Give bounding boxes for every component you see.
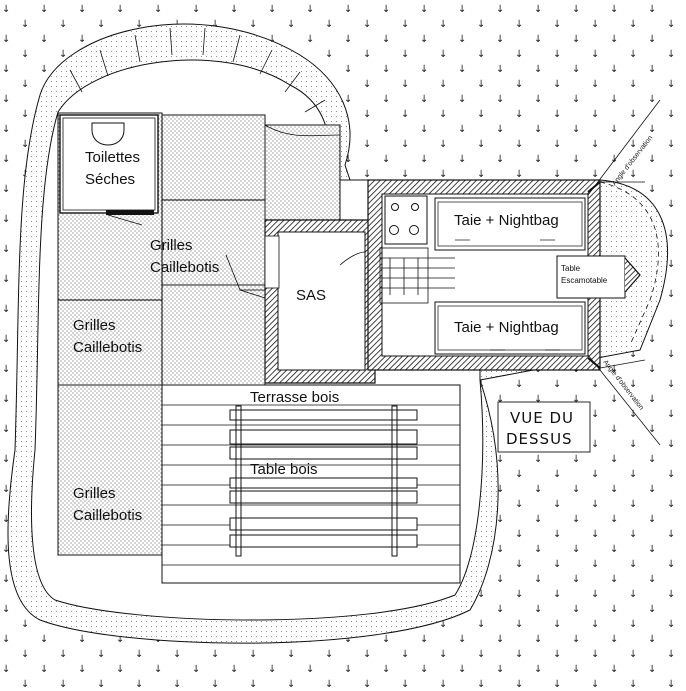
toilets-label-line2: Séches <box>85 171 135 188</box>
cabin-ladder <box>379 247 455 304</box>
window-bay <box>624 257 641 293</box>
view-label-line2: DESSUS <box>506 430 573 448</box>
toilet-bowl-icon <box>91 122 125 146</box>
bed-top <box>434 197 586 251</box>
observation-angle <box>587 99 661 446</box>
sink-unit <box>384 195 428 245</box>
grilles-bot-label-line1: Grilles <box>73 485 116 502</box>
grilles-top-label-line1: Grilles <box>150 237 193 254</box>
grilles-mid-label-line2: Caillebotis <box>73 339 142 356</box>
toilets-label-line1: Toilettes <box>85 149 140 166</box>
bed-bottom-label: Taie + Nightbag <box>454 319 559 336</box>
right-band-dash <box>599 181 659 346</box>
view-stamp-frame <box>497 401 591 453</box>
grilles-mid-label-line1: Grilles <box>73 317 116 334</box>
bed-bottom <box>434 301 586 355</box>
grilles-top-label-line2: Caillebotis <box>150 259 219 276</box>
burner-icon <box>391 203 399 211</box>
grilles-deck-top <box>264 124 341 221</box>
view-label-line1: VUE DU <box>510 409 574 427</box>
picnic-table <box>229 405 418 557</box>
wood-table-label: Table bois <box>250 461 318 478</box>
top-band-stripes <box>69 27 326 113</box>
terrace-label: Terrasse bois <box>250 389 339 406</box>
grilles-bot-label-line2: Caillebotis <box>73 507 142 524</box>
folding-table-label-line2: Escamotable <box>561 276 608 285</box>
bed-top-label: Taie + Nightbag <box>454 212 559 229</box>
folding-table-label-line1: Table <box>561 264 581 273</box>
sas-label: SAS <box>296 287 326 304</box>
sas-door-swing <box>339 251 366 290</box>
